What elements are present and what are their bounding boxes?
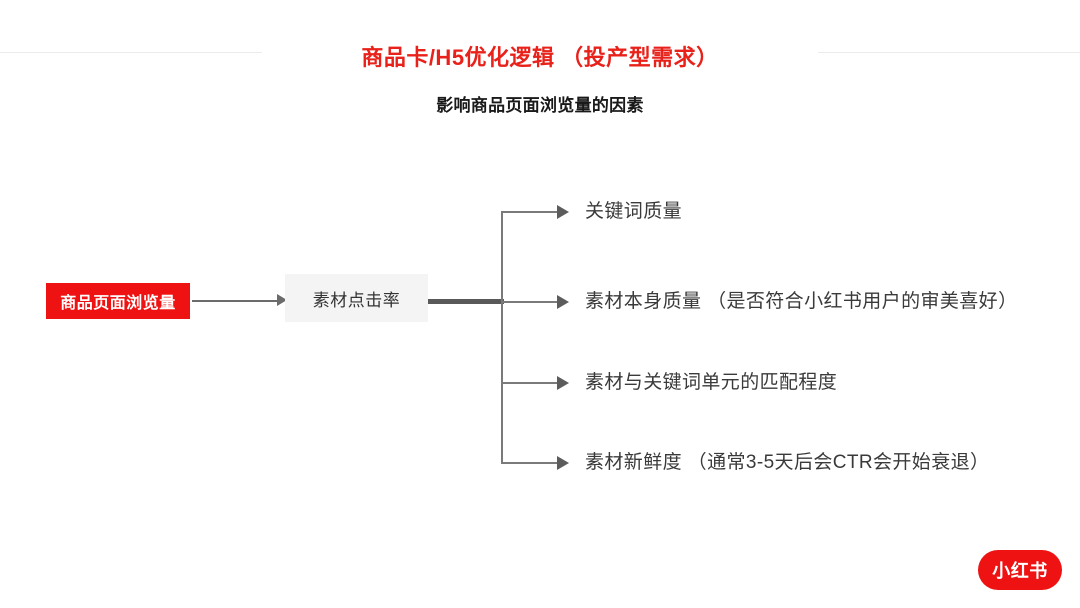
connector-ctr-to-trunk: [428, 299, 504, 304]
root-node-product-page-views: 商品页面浏览量: [46, 283, 190, 319]
header-divider-left: [0, 52, 262, 53]
page-title: 商品卡/H5优化逻辑 （投产型需求）: [361, 45, 719, 70]
branch-label-material-quality: 素材本身质量 （是否符合小红书用户的审美喜好）: [585, 291, 1018, 312]
branch-arrow-icon-1: [557, 205, 569, 219]
branch-arrow-icon-3: [557, 376, 569, 390]
branch-line-4: [501, 462, 561, 464]
connector-root-to-ctr-arrow-icon: [277, 294, 287, 306]
branch-trunk-line: [501, 211, 503, 462]
branch-arrow-icon-2: [557, 295, 569, 309]
xiaohongshu-logo: 小红书: [978, 550, 1062, 590]
branch-label-keyword-quality: 关键词质量: [585, 201, 683, 222]
branch-line-1: [501, 211, 561, 213]
branch-line-2: [501, 301, 561, 303]
branch-line-3: [501, 382, 561, 384]
page-subtitle: 影响商品页面浏览量的因素: [436, 96, 644, 115]
connector-root-to-ctr-line: [192, 300, 278, 302]
branch-arrow-icon-4: [557, 456, 569, 470]
header-divider-right: [818, 52, 1080, 53]
node-material-click-rate: 素材点击率: [285, 274, 428, 322]
branch-label-keyword-match-degree: 素材与关键词单元的匹配程度: [585, 372, 838, 393]
branch-label-material-freshness: 素材新鲜度 （通常3-5天后会CTR会开始衰退）: [585, 452, 990, 473]
